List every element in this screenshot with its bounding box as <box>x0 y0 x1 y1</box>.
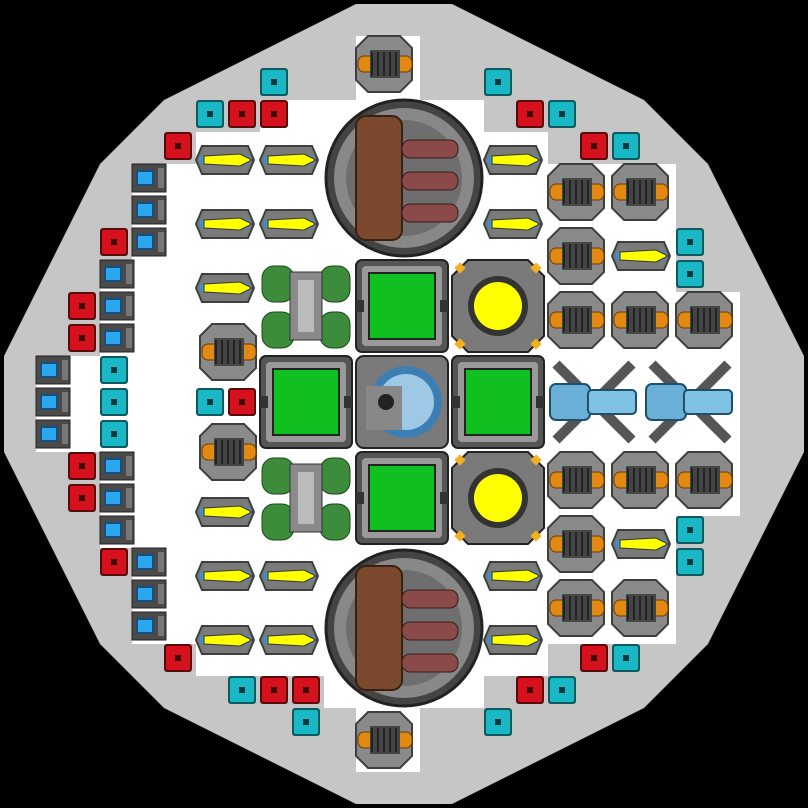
reactor-green-icon[interactable] <box>259 355 353 449</box>
battery-blue-icon[interactable] <box>35 419 71 449</box>
gun-orange-icon[interactable] <box>547 451 605 509</box>
shield-yellow-icon[interactable] <box>451 451 545 545</box>
block-red-icon[interactable] <box>100 228 128 256</box>
gun-orange-icon[interactable] <box>199 423 257 481</box>
block-red-icon[interactable] <box>100 548 128 576</box>
block-cyan-icon[interactable] <box>196 388 224 416</box>
thruster-yellow-icon[interactable] <box>194 145 256 175</box>
gun-orange-icon[interactable] <box>547 227 605 285</box>
block-cyan-icon[interactable] <box>676 516 704 544</box>
block-cyan-icon[interactable] <box>612 132 640 160</box>
thruster-yellow-icon[interactable] <box>194 561 256 591</box>
block-red-icon[interactable] <box>228 100 256 128</box>
block-red-icon[interactable] <box>516 100 544 128</box>
gun-orange-icon[interactable] <box>611 291 669 349</box>
battery-blue-icon[interactable] <box>99 483 135 513</box>
battery-blue-icon[interactable] <box>131 227 167 257</box>
block-cyan-icon[interactable] <box>100 388 128 416</box>
engine-brown-icon[interactable] <box>324 98 484 258</box>
reactor-green-icon[interactable] <box>355 451 449 545</box>
battery-blue-icon[interactable] <box>35 387 71 417</box>
block-red-icon[interactable] <box>164 132 192 160</box>
thruster-yellow-icon[interactable] <box>194 497 256 527</box>
block-red-icon[interactable] <box>68 484 96 512</box>
thruster-yellow-icon[interactable] <box>194 625 256 655</box>
block-red-icon[interactable] <box>228 388 256 416</box>
cannon-blue-icon[interactable] <box>644 356 736 448</box>
cannon-blue-icon[interactable] <box>548 356 640 448</box>
gun-orange-icon[interactable] <box>547 291 605 349</box>
block-red-icon[interactable] <box>260 676 288 704</box>
thruster-yellow-icon[interactable] <box>610 529 672 559</box>
block-cyan-icon[interactable] <box>484 68 512 96</box>
gun-orange-icon[interactable] <box>547 163 605 221</box>
thruster-yellow-icon[interactable] <box>610 241 672 271</box>
battery-blue-icon[interactable] <box>99 323 135 353</box>
tank-green-icon[interactable] <box>260 260 352 352</box>
gun-orange-icon[interactable] <box>611 451 669 509</box>
block-red-icon[interactable] <box>580 644 608 672</box>
reactor-green-icon[interactable] <box>355 259 449 353</box>
thruster-yellow-icon[interactable] <box>482 625 544 655</box>
battery-blue-icon[interactable] <box>99 259 135 289</box>
gun-orange-icon[interactable] <box>355 35 413 93</box>
thruster-yellow-icon[interactable] <box>482 145 544 175</box>
reactor-green-icon[interactable] <box>451 355 545 449</box>
gun-orange-icon[interactable] <box>611 579 669 637</box>
block-red-icon[interactable] <box>580 132 608 160</box>
block-cyan-icon[interactable] <box>100 356 128 384</box>
battery-blue-icon[interactable] <box>131 163 167 193</box>
gun-orange-icon[interactable] <box>355 711 413 769</box>
block-cyan-icon[interactable] <box>228 676 256 704</box>
block-red-icon[interactable] <box>516 676 544 704</box>
battery-blue-icon[interactable] <box>99 451 135 481</box>
battery-blue-icon[interactable] <box>131 611 167 641</box>
gun-orange-icon[interactable] <box>547 515 605 573</box>
engine-brown-icon[interactable] <box>324 548 484 708</box>
thruster-yellow-icon[interactable] <box>482 561 544 591</box>
battery-blue-icon[interactable] <box>35 355 71 385</box>
thruster-yellow-icon[interactable] <box>258 209 320 239</box>
thruster-yellow-icon[interactable] <box>194 209 256 239</box>
thruster-yellow-icon[interactable] <box>258 561 320 591</box>
cockpit-icon[interactable] <box>355 355 449 449</box>
block-red-icon[interactable] <box>68 324 96 352</box>
block-cyan-icon[interactable] <box>260 68 288 96</box>
block-cyan-icon[interactable] <box>292 708 320 736</box>
thruster-yellow-icon[interactable] <box>482 209 544 239</box>
block-red-icon[interactable] <box>68 452 96 480</box>
battery-blue-icon[interactable] <box>131 579 167 609</box>
block-red-icon[interactable] <box>164 644 192 672</box>
gun-orange-icon[interactable] <box>675 451 733 509</box>
gun-orange-icon[interactable] <box>547 579 605 637</box>
block-red-icon[interactable] <box>260 100 288 128</box>
battery-blue-icon[interactable] <box>99 515 135 545</box>
block-cyan-icon[interactable] <box>548 676 576 704</box>
block-cyan-icon[interactable] <box>484 708 512 736</box>
gun-orange-icon[interactable] <box>675 291 733 349</box>
gun-orange-icon[interactable] <box>611 163 669 221</box>
gun-orange-icon[interactable] <box>199 323 257 381</box>
block-red-icon[interactable] <box>68 292 96 320</box>
block-cyan-icon[interactable] <box>676 228 704 256</box>
block-red-icon[interactable] <box>292 676 320 704</box>
tank-green-icon[interactable] <box>260 452 352 544</box>
thruster-yellow-icon[interactable] <box>258 145 320 175</box>
block-cyan-icon[interactable] <box>100 420 128 448</box>
battery-blue-icon[interactable] <box>131 195 167 225</box>
block-cyan-icon[interactable] <box>612 644 640 672</box>
block-cyan-icon[interactable] <box>548 100 576 128</box>
battery-blue-icon[interactable] <box>131 547 167 577</box>
block-cyan-icon[interactable] <box>676 548 704 576</box>
thruster-yellow-icon[interactable] <box>258 625 320 655</box>
shield-yellow-icon[interactable] <box>451 259 545 353</box>
battery-blue-icon[interactable] <box>99 291 135 321</box>
block-cyan-icon[interactable] <box>676 260 704 288</box>
block-cyan-icon[interactable] <box>196 100 224 128</box>
thruster-yellow-icon[interactable] <box>194 273 256 303</box>
